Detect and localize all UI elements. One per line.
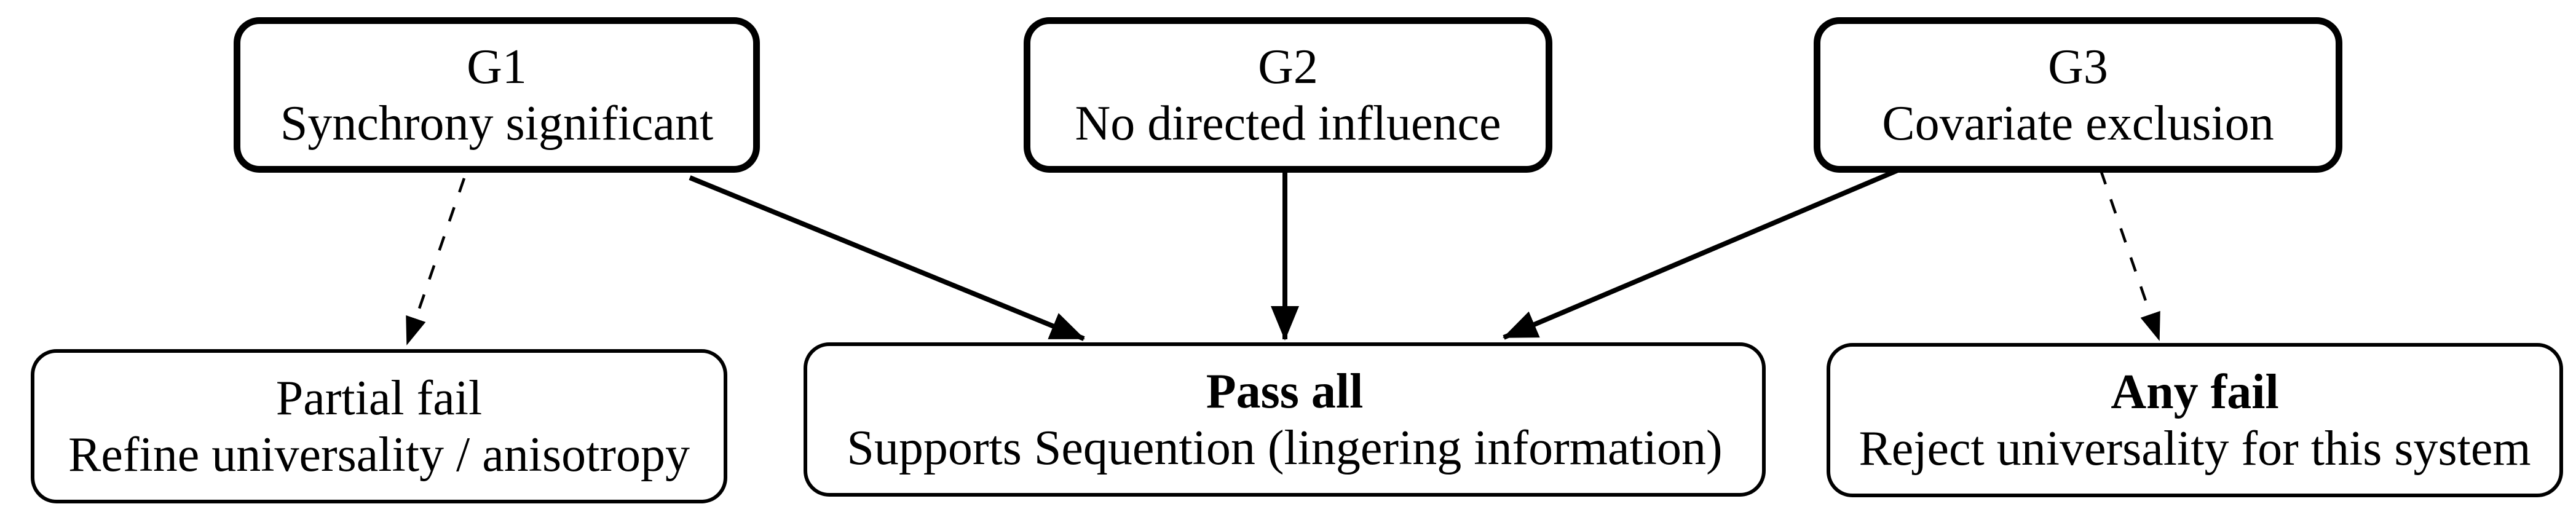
outcome-pass-all-title: Pass all bbox=[1206, 364, 1364, 419]
gate-g3-subtitle: Covariate exclusion bbox=[1882, 96, 2274, 151]
edge-g1-to-partial-fail-dashed-arrow bbox=[405, 178, 466, 345]
gate-g2-node: G2 No directed influence bbox=[1024, 17, 1552, 173]
gate-g1-subtitle: Synchrony significant bbox=[280, 96, 714, 151]
outcome-any-fail-title: Any fail bbox=[2111, 364, 2279, 419]
outcome-any-fail-subtitle: Reject universality for this system bbox=[1859, 421, 2531, 476]
gate-g2-title: G2 bbox=[1258, 39, 1318, 94]
outcome-partial-fail-node: Partial fail Refine universality / aniso… bbox=[31, 349, 727, 503]
gate-g2-subtitle: No directed influence bbox=[1075, 96, 1501, 151]
gate-g1-title: G1 bbox=[467, 39, 527, 94]
outcome-partial-fail-title: Partial fail bbox=[275, 371, 483, 425]
outcome-pass-all-subtitle: Supports Sequention (lingering informati… bbox=[847, 420, 1723, 475]
edge-g3-to-any-fail-dashed-arrow bbox=[2099, 170, 2161, 341]
gate-g1-node: G1 Synchrony significant bbox=[234, 17, 760, 173]
outcome-partial-fail-subtitle: Refine universality / anisotropy bbox=[68, 427, 690, 482]
edge-g3-to-pass-all-solid-arrow bbox=[1503, 168, 1899, 340]
outcome-pass-all-node: Pass all Supports Sequention (lingering … bbox=[804, 342, 1766, 497]
edge-g1-to-pass-all-solid-arrow bbox=[689, 175, 1085, 341]
outcome-any-fail-node: Any fail Reject universality for this sy… bbox=[1827, 343, 2563, 497]
gate-g3-title: G3 bbox=[2048, 39, 2108, 94]
gate-g3-node: G3 Covariate exclusion bbox=[1814, 17, 2342, 173]
